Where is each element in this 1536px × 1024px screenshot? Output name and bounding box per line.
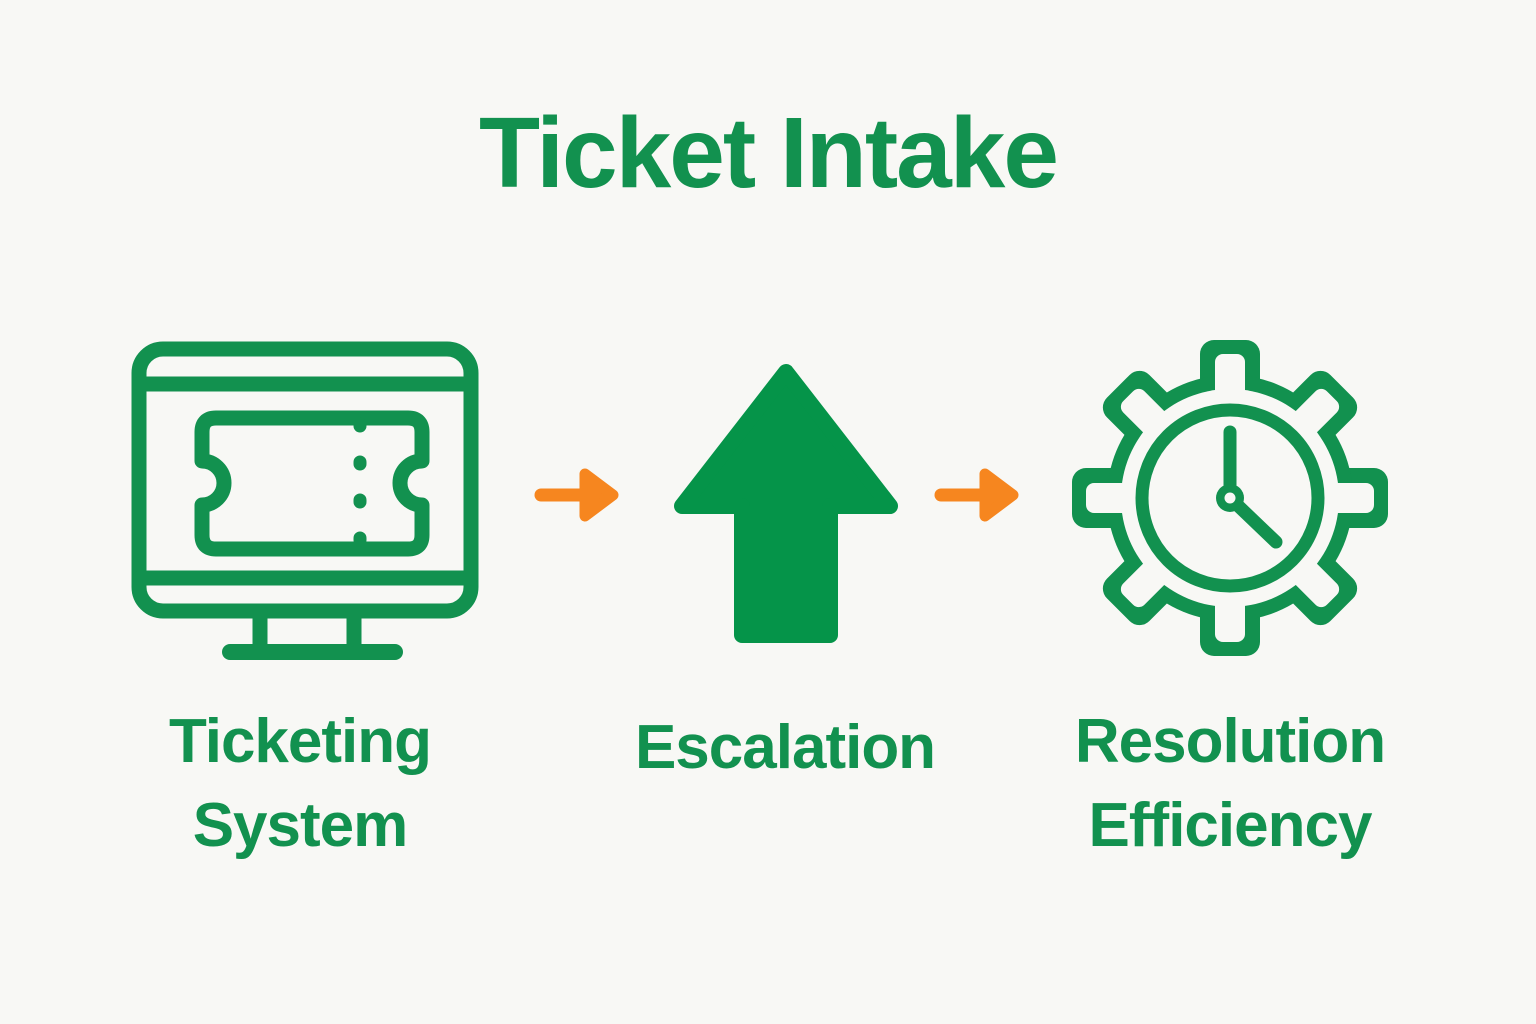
right-arrow-icon [933, 460, 1023, 530]
step-label-ticketing-system: Ticketing System [168, 707, 432, 861]
step-label-resolution-efficiency: Resolution Efficiency [1074, 707, 1386, 861]
arrow-head [579, 468, 619, 522]
page-title: Ticket Intake [478, 97, 1059, 209]
resolution-efficiency-gear-clock-icon [1070, 330, 1390, 667]
monitor-frame [131, 341, 479, 619]
escalation-up-arrow-icon [666, 356, 906, 651]
clock-center-hole [1224, 492, 1236, 504]
step-label-escalation: Escalation [634, 713, 936, 782]
ticket-shape [194, 410, 430, 557]
right-arrow-icon [533, 460, 623, 530]
clock-face [1135, 403, 1325, 593]
arrow-head [979, 468, 1019, 522]
ticketing-system-monitor-icon [130, 340, 480, 670]
up-arrow-shape [674, 364, 898, 643]
